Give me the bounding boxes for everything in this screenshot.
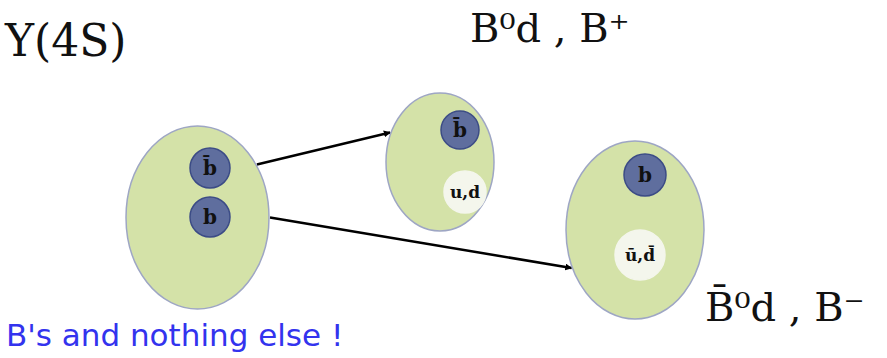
quark-circle: b̄ bbox=[440, 110, 480, 150]
meson-ellipse: B̄⁰d , B⁻bū,d̄ bbox=[565, 140, 705, 320]
quark-circle: b̄ bbox=[189, 147, 231, 189]
ellipse-outline bbox=[385, 92, 495, 232]
particle-heading: B̄⁰d , B⁻ bbox=[705, 285, 865, 329]
decay-arrow bbox=[257, 132, 390, 164]
quark-label: b bbox=[189, 196, 231, 238]
quark-circle: b bbox=[623, 153, 667, 197]
note-text: B's and nothing else ! bbox=[6, 318, 343, 352]
quark-circle: ū,d̄ bbox=[614, 229, 666, 281]
quark-label: ū,d̄ bbox=[614, 229, 666, 281]
quark-circle: u,d bbox=[443, 170, 487, 214]
quark-label: b bbox=[623, 153, 667, 197]
quark-label: b̄ bbox=[189, 147, 231, 189]
particle-heading: B⁰d , B⁺ bbox=[470, 6, 630, 50]
quark-label: b̄ bbox=[440, 110, 480, 150]
meson-ellipse: B⁰d , B⁺b̄u,d bbox=[385, 92, 495, 232]
quark-label: u,d bbox=[443, 170, 487, 214]
quark-circle: b bbox=[189, 196, 231, 238]
particle-heading: Υ(4S) bbox=[5, 17, 127, 65]
meson-ellipse: Υ(4S)b̄b bbox=[125, 125, 270, 310]
